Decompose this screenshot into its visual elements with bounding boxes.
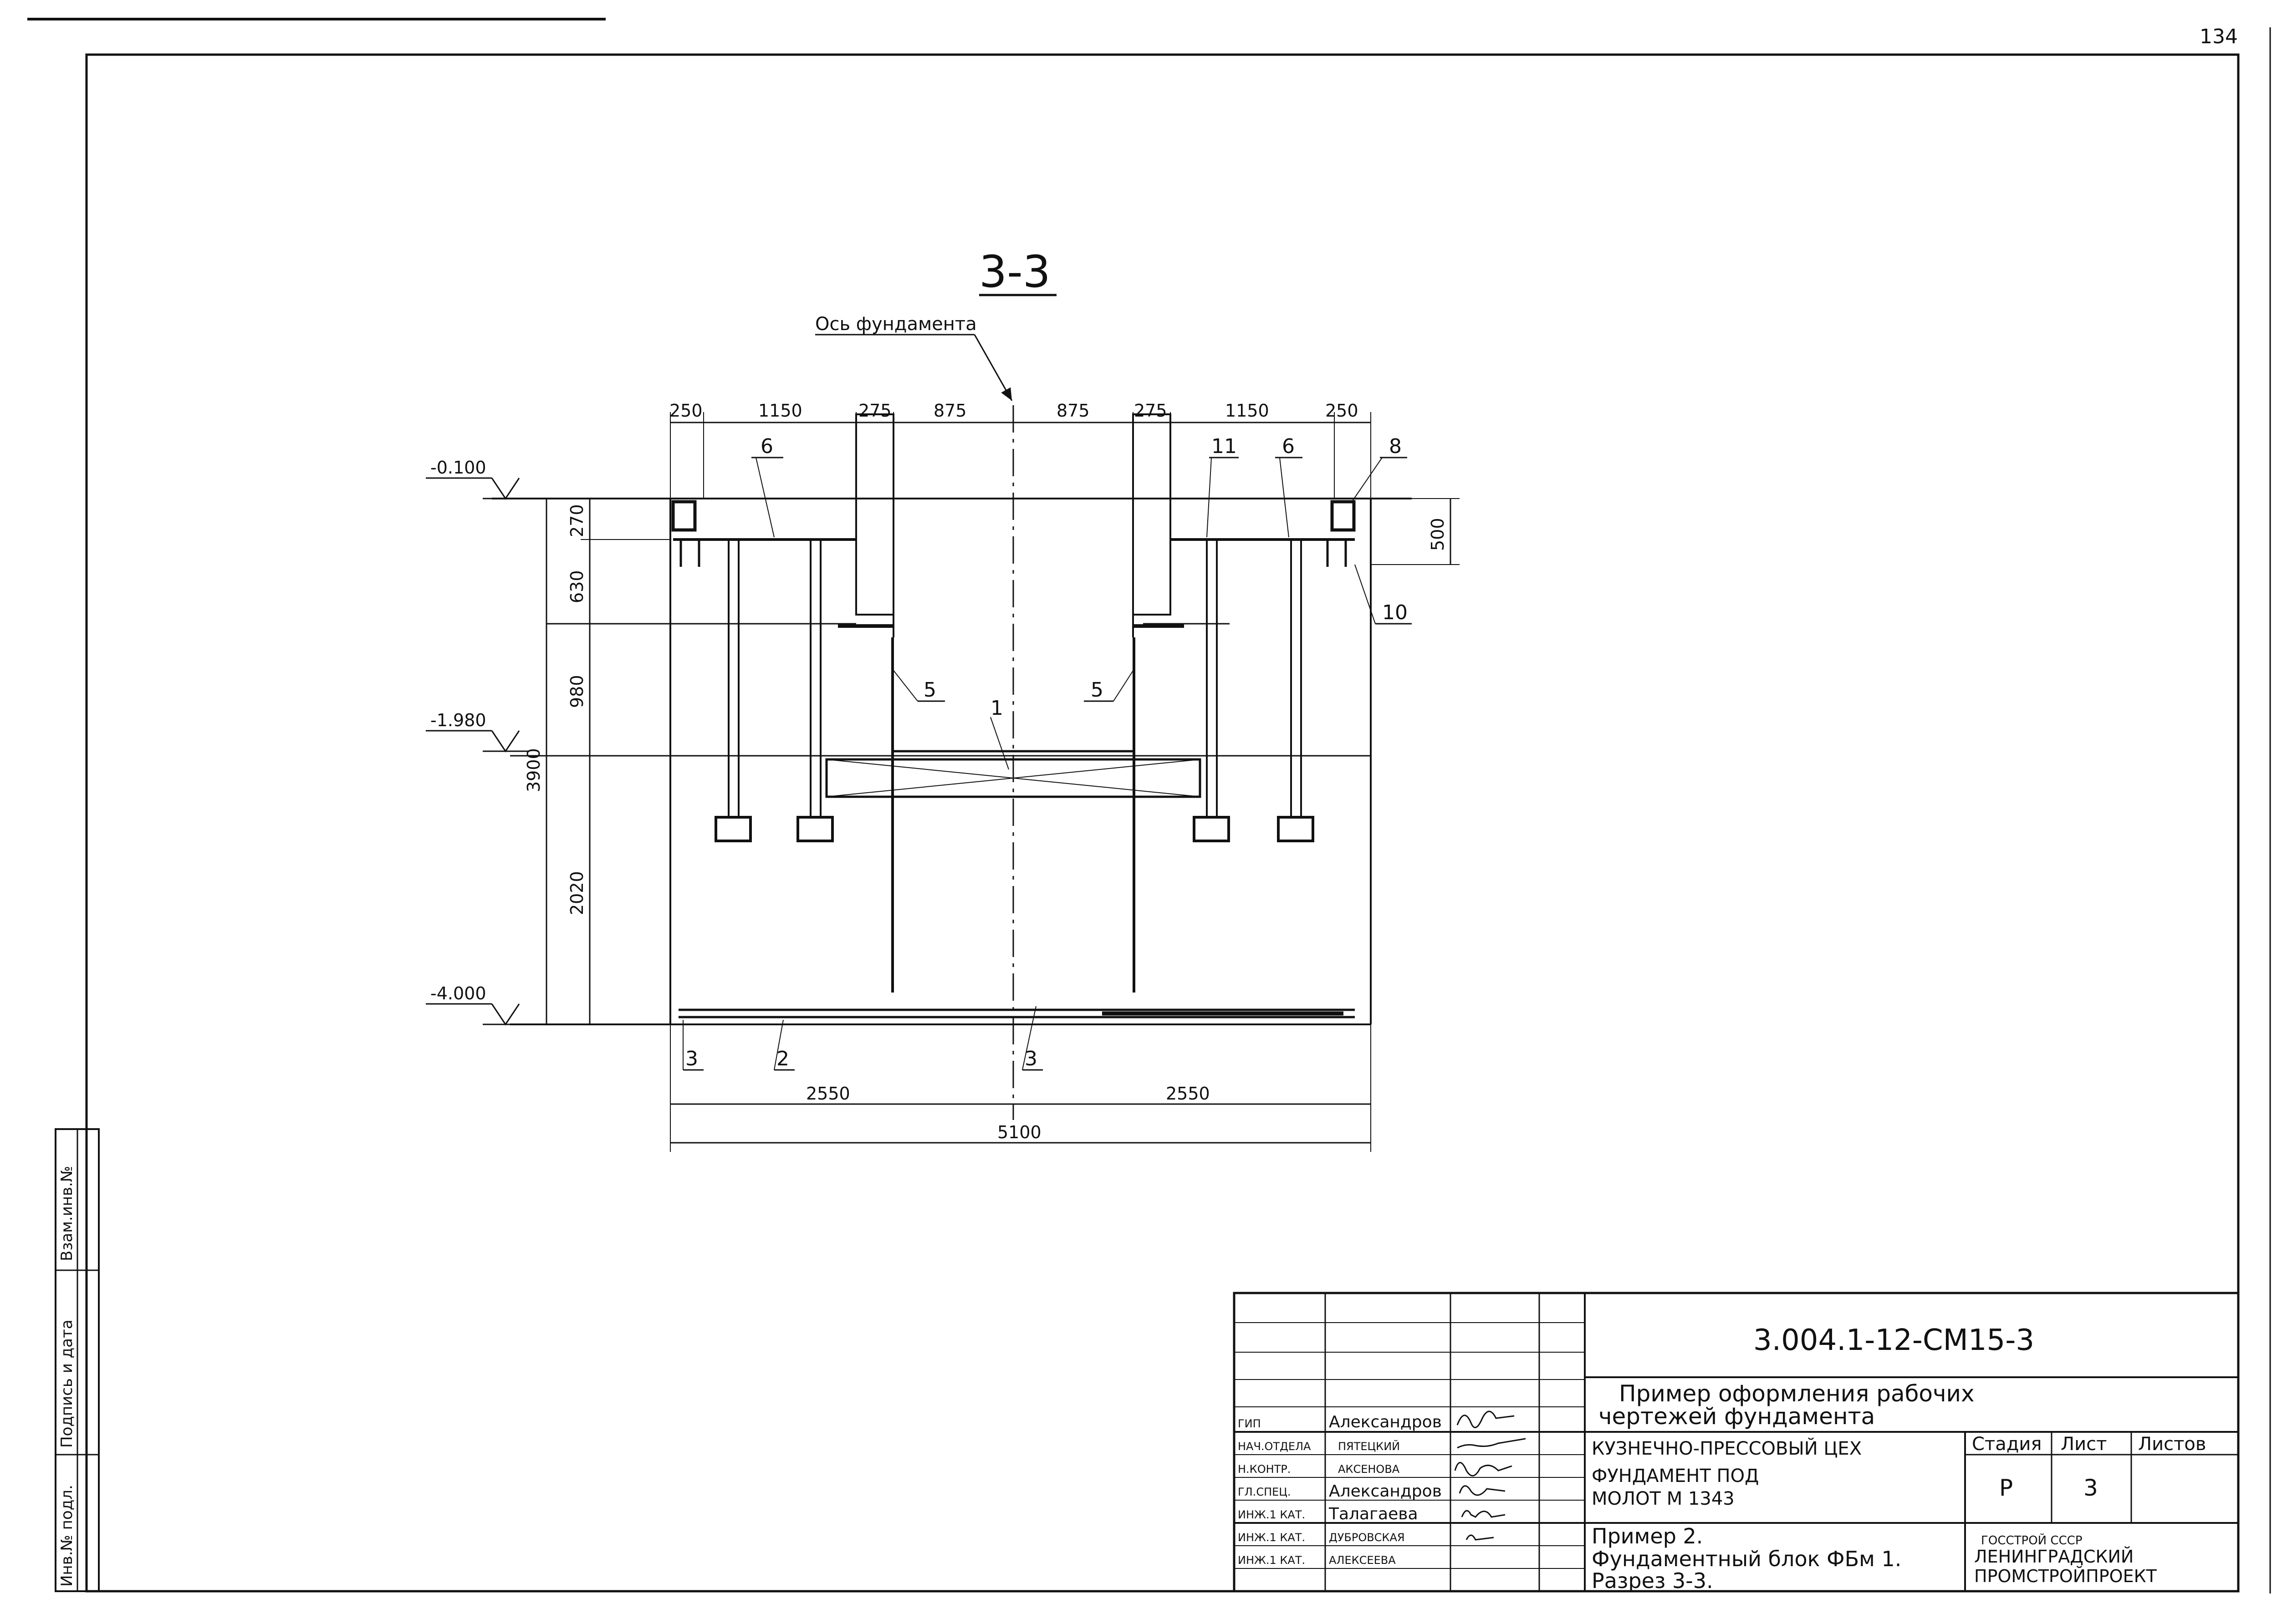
name-2: ПЯТЕЦКИЙ xyxy=(1338,1440,1400,1453)
dim-left-3: 980 xyxy=(567,675,587,708)
level-bottom-label: -4.000 xyxy=(430,983,486,1003)
signature-4 xyxy=(1459,1485,1506,1496)
dim-left-4: 3900 xyxy=(524,748,544,792)
callout-5-right: 5 xyxy=(1091,678,1103,702)
name-4: Александров xyxy=(1329,1482,1442,1501)
callout-10: 10 xyxy=(1382,601,1408,624)
level-top-label: -0.100 xyxy=(430,458,486,478)
project-line-2: чертежей фундамента xyxy=(1598,1403,1875,1430)
sheet-name-line-3: Разрез 3-3. xyxy=(1592,1568,1713,1593)
org-line-1: ГОССТРОЙ СССР xyxy=(1981,1533,2083,1548)
axis-leader xyxy=(974,334,1013,401)
dim-top-1: 250 xyxy=(669,401,703,421)
drawing-code: 3.004.1-12-СМ15-3 xyxy=(1753,1324,2034,1357)
name-5: Талагаева xyxy=(1328,1505,1418,1523)
anvil-block xyxy=(825,758,1201,798)
level-mark-bottom: -4.000 xyxy=(426,983,528,1026)
sheet-header: Лист xyxy=(2061,1434,2107,1455)
right-anchor-bolts xyxy=(1170,500,1356,842)
dim-left-1: 270 xyxy=(567,504,587,537)
org-line-3: ПРОМСТРОЙПРОЕКТ xyxy=(1974,1566,2157,1586)
object-line-3: МОЛОТ М 1343 xyxy=(1592,1488,1735,1509)
sheet-name-line-2: Фундаментный блок ФБм 1. xyxy=(1592,1547,1901,1571)
callout-8: 8 xyxy=(1389,435,1402,458)
title-block: 3.004.1-12-СМ15-3 Пример оформления рабо… xyxy=(1233,1292,2240,1593)
dim-right: 500 xyxy=(1428,518,1448,551)
sheet-value: 3 xyxy=(2083,1475,2098,1501)
dim-top-8: 250 xyxy=(1325,401,1358,421)
dim-left-2: 630 xyxy=(567,570,587,603)
dim-bottom-total: 5100 xyxy=(997,1122,1041,1142)
object-line-2: ФУНДАМЕНТ ПОД xyxy=(1592,1466,1759,1487)
callouts: 6 11 6 8 10 5 5 1 3 2 3 xyxy=(683,435,1412,1071)
dim-top-4: 875 xyxy=(934,401,967,421)
foundation-outline xyxy=(492,498,1412,1025)
left-dimension-chain: 270 630 980 3900 2020 xyxy=(524,499,670,1024)
callout-2: 2 xyxy=(776,1047,789,1070)
role-1: ГИП xyxy=(1238,1417,1261,1430)
callout-11: 11 xyxy=(1211,435,1237,458)
project-line-1: Пример оформления рабочих xyxy=(1619,1380,1975,1407)
top-dimension-chain: 250 1150 275 875 875 275 1150 250 xyxy=(669,401,1371,499)
side-stamp-signature: Подпись и дата xyxy=(58,1319,76,1448)
dim-left-5: 2020 xyxy=(567,871,587,915)
axis-label: Ось фундамента xyxy=(815,314,977,335)
bottom-dimension-chain: 2550 2550 5100 xyxy=(670,1024,1371,1152)
stage-value: Р xyxy=(1999,1475,2013,1501)
level-middle-label: -1.980 xyxy=(430,710,486,730)
side-stamp: Взам.инв.№ Подпись и дата Инв.№ подл. xyxy=(55,1128,100,1592)
dim-top-5: 875 xyxy=(1057,401,1090,421)
signature-3 xyxy=(1454,1462,1512,1476)
level-mark-top: -0.100 xyxy=(426,458,528,500)
object-line-1: КУЗНЕЧНО-ПРЕССОВЫЙ ЦЕХ xyxy=(1592,1437,1862,1459)
central-pit xyxy=(838,413,1184,993)
callout-1: 1 xyxy=(990,697,1003,720)
signature-6 xyxy=(1465,1534,1494,1541)
page-number: 134 xyxy=(2200,25,2238,48)
role-7: ИНЖ.1 КАТ. xyxy=(1238,1554,1305,1567)
callout-6-left: 6 xyxy=(761,435,773,458)
left-anchor-bolts xyxy=(671,500,856,842)
side-stamp-replace: Взам.инв.№ xyxy=(58,1166,76,1261)
role-5: ИНЖ.1 КАТ. xyxy=(1238,1508,1305,1521)
bottom-mesh xyxy=(679,1008,1355,1018)
sheet-name-line-1: Пример 2. xyxy=(1592,1524,1703,1548)
signature-5 xyxy=(1461,1510,1506,1518)
signature-2 xyxy=(1457,1438,1526,1449)
callout-6-right: 6 xyxy=(1282,435,1295,458)
name-6: ДУБРОВСКАЯ xyxy=(1329,1531,1405,1544)
drawing-frame xyxy=(85,53,2240,1593)
callout-5-left: 5 xyxy=(924,678,936,702)
dim-bottom-left: 2550 xyxy=(806,1084,850,1104)
callout-3-right: 3 xyxy=(1025,1047,1037,1070)
org-line-2: ЛЕНИНГРАДСКИЙ xyxy=(1974,1547,2134,1567)
role-3: Н.КОНТР. xyxy=(1238,1463,1291,1476)
role-2: НАЧ.ОТДЕЛА xyxy=(1238,1440,1311,1453)
callout-3-left: 3 xyxy=(685,1047,698,1070)
dim-bottom-right: 2550 xyxy=(1166,1084,1210,1104)
name-3: АКСЕНОВА xyxy=(1338,1463,1400,1476)
role-4: ГЛ.СПЕЦ. xyxy=(1238,1486,1291,1498)
right-dimension: 500 xyxy=(1371,498,1460,565)
sheets-header: Листов xyxy=(2138,1434,2206,1455)
name-7: АЛЕКСЕЕВА xyxy=(1329,1554,1396,1567)
name-1: Александров xyxy=(1329,1413,1442,1431)
dim-top-6: 275 xyxy=(1134,401,1167,421)
dim-top-3: 275 xyxy=(858,401,892,421)
dim-top-7: 1150 xyxy=(1225,401,1269,421)
side-stamp-original: Инв.№ подл. xyxy=(58,1485,76,1587)
stage-header: Стадия xyxy=(1972,1434,2042,1455)
dim-top-2: 1150 xyxy=(758,401,802,421)
role-6: ИНЖ.1 КАТ. xyxy=(1238,1531,1305,1544)
level-mark-middle: -1.980 xyxy=(426,710,528,753)
signature-1 xyxy=(1456,1410,1515,1428)
section-title: 3-3 xyxy=(979,246,1051,297)
